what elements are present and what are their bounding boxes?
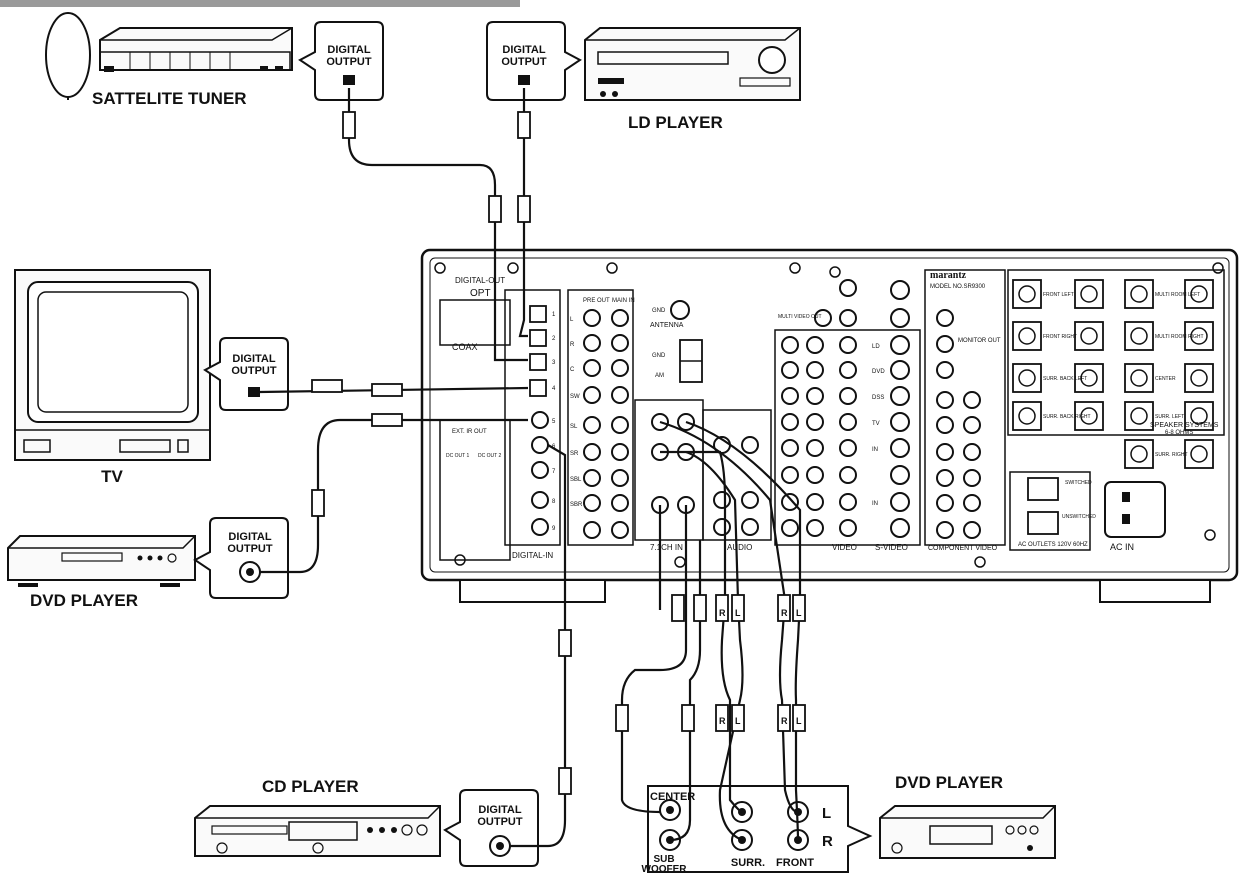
opt-label: OPT — [470, 288, 491, 299]
r-out-label: R — [822, 833, 833, 850]
ld-player-label: LD PLAYER — [628, 113, 723, 132]
video-label: VIDEO — [832, 543, 857, 552]
component-video-label: COMPONENT VIDEO — [928, 545, 998, 552]
tv-label: TV — [101, 467, 123, 486]
speaker-terminal-label: MULTI ROOM LEFT — [1155, 292, 1200, 298]
speaker-terminal-label: MULTI ROOM RIGHT — [1155, 334, 1204, 340]
speaker-terminal-label: FRONT RIGHT — [1043, 334, 1077, 340]
dvd-player-right — [880, 806, 1055, 858]
cd-player-label: CD PLAYER — [262, 777, 359, 796]
video-row-label: IN — [872, 501, 878, 507]
pre-out-label: PRE OUT — [583, 298, 610, 304]
switched-label: SWITCHED — [1065, 480, 1092, 486]
multi-video-out-label: MULTI VIDEO OUT — [778, 314, 822, 320]
satellite-tuner — [46, 13, 292, 100]
coax-label: COAX — [452, 342, 478, 352]
ac-outlets-label: AC OUTLETS 120V 60HZ — [1018, 542, 1088, 548]
callout-text-2: OUTPUT — [477, 816, 523, 828]
pre-out-row-label: SR — [570, 451, 579, 457]
ohms-label: 6-8 OHMS — [1165, 430, 1193, 436]
dvd-player-left-label: DVD PLAYER — [30, 591, 138, 610]
pre-out-row-label: SL — [570, 424, 578, 430]
dc-out-1-label: DC OUT 1 — [446, 453, 469, 459]
model-label: MODEL NO.SR9300 — [930, 284, 986, 290]
optical-jack-icon — [518, 75, 530, 85]
dc-out-2-label: DC OUT 2 — [478, 453, 501, 459]
callout-text-1: DIGITAL — [232, 353, 275, 365]
speaker-terminal-label: SURR. BACK LEFT — [1043, 376, 1087, 382]
digital-output-callout-ld: DIGITAL OUTPUT — [487, 22, 580, 100]
digital-output-callout-dvd-left: DIGITAL OUTPUT — [195, 518, 288, 598]
speaker-terminal-label: CENTER — [1155, 376, 1176, 382]
dvd-player-right-label: DVD PLAYER — [895, 773, 1003, 792]
header-bar — [0, 0, 520, 7]
speaker-terminal-label: SURR. BACK RIGHT — [1043, 414, 1091, 420]
video-row-label: IN — [872, 447, 878, 453]
ld-player — [585, 28, 800, 100]
optical-jack-icon — [248, 387, 260, 397]
plug-l-mark: L — [735, 716, 741, 726]
l-out-label: L — [822, 805, 831, 822]
monitor-out-label: MONITOR OUT — [958, 338, 1001, 344]
brand-logo: marantz — [930, 270, 967, 281]
plug-r-mark: R — [719, 716, 726, 726]
svideo-label: S-VIDEO — [875, 543, 908, 552]
callout-text-1: DIGITAL — [502, 44, 545, 56]
speaker-terminal-label: SURR. RIGHT — [1155, 452, 1188, 458]
antenna-label: ANTENNA — [650, 322, 684, 329]
tv — [15, 270, 210, 460]
audio-label: AUDIO — [727, 543, 752, 552]
callout-text-2: OUTPUT — [227, 543, 273, 555]
video-row-label: TV — [872, 421, 880, 427]
am-label: AM — [655, 373, 664, 379]
dvd-player-left — [8, 536, 195, 587]
video-row-label: LD — [872, 344, 880, 350]
gnd-label-2: GND — [652, 353, 666, 359]
digital-output-callout-cd: DIGITAL OUTPUT — [445, 790, 538, 866]
ch71-in-label: 7.1CH IN — [650, 543, 683, 552]
callout-text-1: DIGITAL — [228, 531, 271, 543]
video-row-label: DSS — [872, 395, 884, 401]
callout-text-2: OUTPUT — [501, 56, 547, 68]
pre-out-row-label: SW — [570, 394, 580, 400]
plug-r-mark: R — [719, 608, 726, 618]
ac-in-label: AC IN — [1110, 542, 1134, 552]
pre-out-row-label: C — [570, 367, 575, 373]
pre-out-row-label: SBR — [570, 502, 583, 508]
plug-r-mark: R — [781, 716, 788, 726]
plug-l-mark: L — [735, 608, 741, 618]
sub-woofer-label-2: WOOFER — [642, 864, 688, 875]
satellite-tuner-label: SATTELITE TUNER — [92, 89, 247, 108]
digital-out-label: DIGITAL-OUT — [455, 276, 505, 285]
surr-out-label: SURR. — [731, 857, 765, 869]
unswitched-label: UNSWITCHED — [1062, 514, 1096, 520]
pre-out-row-label: R — [570, 342, 575, 348]
speaker-terminal-label: FRONT LEFT — [1043, 292, 1074, 298]
pre-out-row-label: SBL — [570, 477, 582, 483]
speaker-terminal-label: SURR. LEFT — [1155, 414, 1184, 420]
callout-text-2: OUTPUT — [326, 56, 372, 68]
callout-text-1: DIGITAL — [327, 44, 370, 56]
front-out-label: FRONT — [776, 857, 814, 869]
digital-output-callout-tv: DIGITAL OUTPUT — [205, 338, 288, 410]
optical-jack-icon — [343, 75, 355, 85]
speaker-systems-label: SPEAKER SYSTEMS — [1150, 422, 1219, 429]
digital-in-label: DIGITAL-IN — [512, 551, 553, 560]
callout-text-2: OUTPUT — [231, 365, 277, 377]
cd-player — [195, 806, 440, 856]
plug-l-mark: L — [796, 608, 802, 618]
gnd-label-1: GND — [652, 308, 666, 314]
digital-output-callout-sat: DIGITAL OUTPUT — [300, 22, 383, 100]
callout-text-1: DIGITAL — [478, 804, 521, 816]
plug-l-mark: L — [796, 716, 802, 726]
ext-ir-out-label: EXT. IR OUT — [452, 429, 487, 435]
center-out-label: CENTER — [650, 791, 695, 803]
main-in-label: MAIN IN — [612, 298, 635, 304]
plug-r-mark: R — [781, 608, 788, 618]
video-row-label: DVD — [872, 369, 885, 375]
